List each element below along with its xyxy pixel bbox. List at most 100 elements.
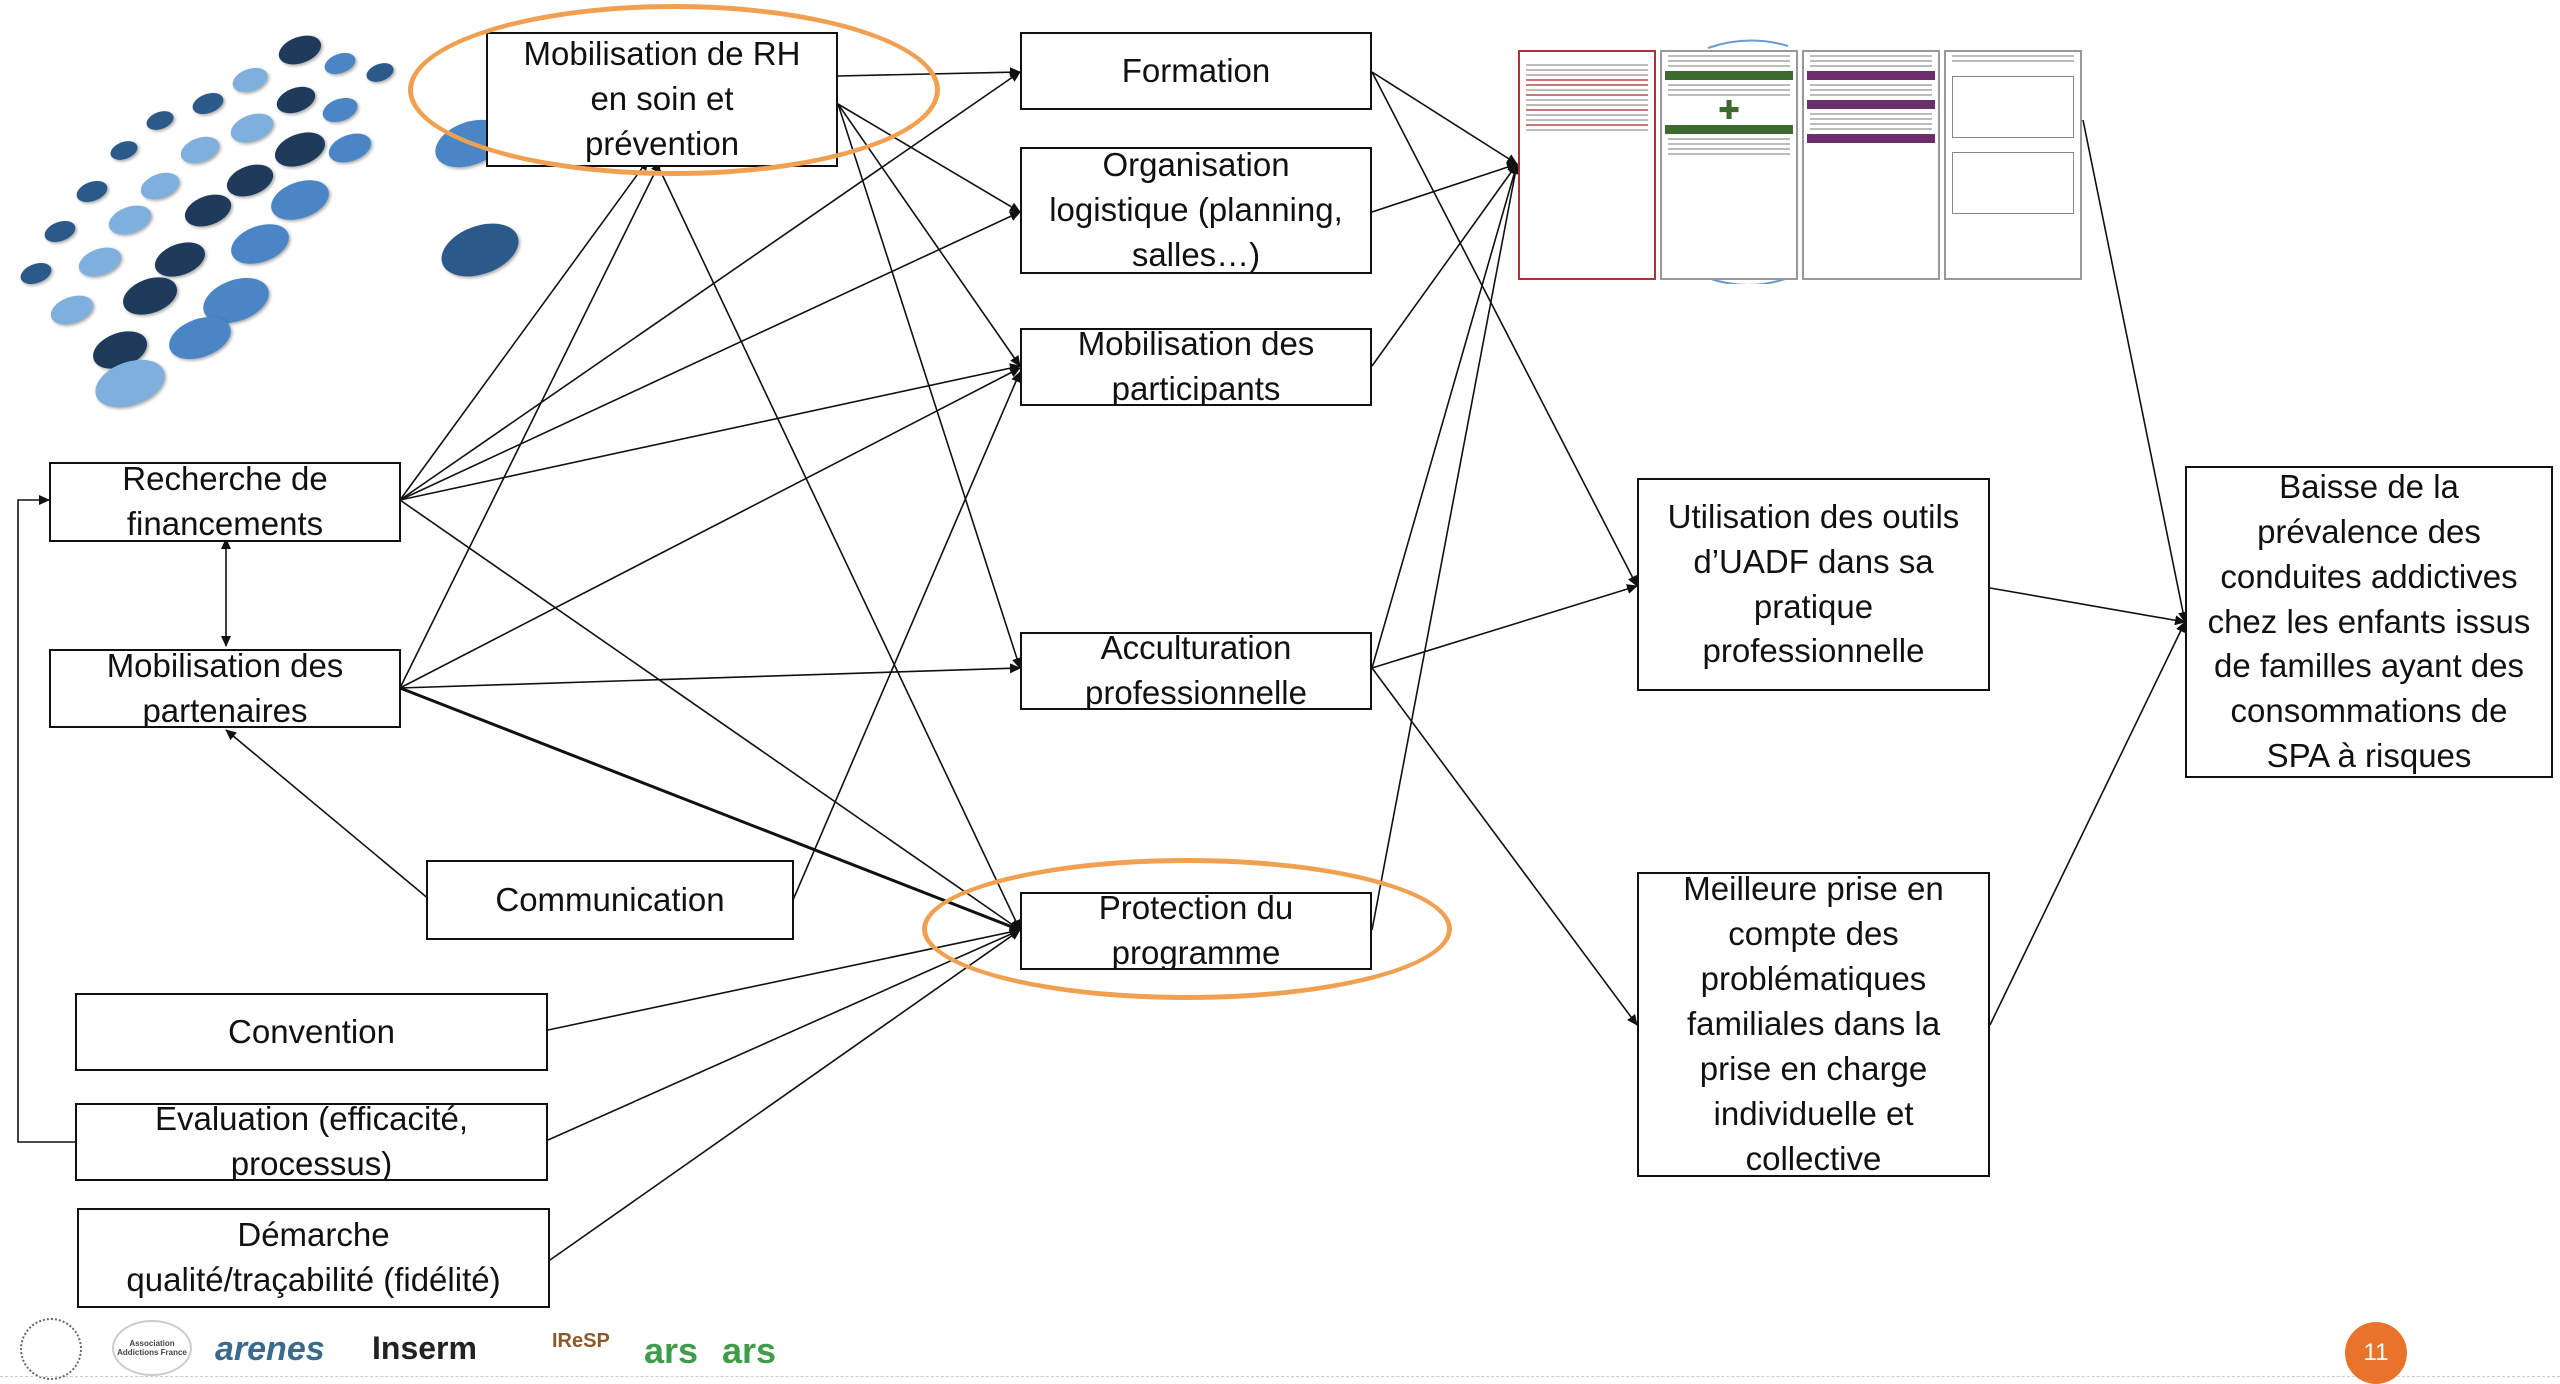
- node-mobilisation-participants: Mobilisation des participants: [1020, 328, 1372, 406]
- text-line: programme: [1111, 934, 1281, 970]
- edge-evaluation-protection: [547, 929, 1021, 1141]
- text-line: professionnelle: [1702, 632, 1925, 670]
- text-line: Formation: [1121, 51, 1271, 89]
- edge-rh-formation: [837, 67, 1021, 78]
- edge-acculturation-thumb: [1371, 163, 1520, 669]
- node-formation-text: Formation: [1122, 49, 1271, 94]
- edge-financements-participants: [399, 363, 1021, 501]
- text-line: Organisation: [1102, 147, 1290, 184]
- text-line: prévalence des: [2257, 512, 2481, 550]
- text-line: pratique: [1753, 587, 1874, 625]
- text-line: Evaluation (efficacité,: [154, 1103, 469, 1138]
- node-mobilisation-participants-text: Mobilisation des participants: [1077, 328, 1315, 406]
- text-line: financements: [126, 505, 324, 542]
- edge-partenaires-protection: [399, 686, 1021, 932]
- text-line: partenaires: [142, 691, 308, 728]
- node-meilleure-text: Meilleure prise en compte des problématiqu…: [1683, 872, 1944, 1177]
- node-communication: Communication: [426, 860, 794, 940]
- text-line: professionnelle: [1085, 674, 1307, 710]
- text-line: compte des: [1728, 915, 1899, 953]
- edge-financements-protection: [399, 499, 1021, 931]
- text-line: prévention: [584, 124, 740, 162]
- text-line: collective: [1745, 1139, 1882, 1177]
- edge-rh-protection: [659, 169, 1021, 931]
- text-line: Démarche: [237, 1216, 390, 1254]
- edge-rh-organisation: [837, 103, 1021, 213]
- edge-meilleure-baisse: [1989, 621, 2186, 1026]
- text-line: Meilleure prise en: [1683, 872, 1944, 908]
- text-line: prise en charge: [1699, 1049, 1928, 1087]
- edge-thumb-baisse: [2082, 119, 2188, 623]
- node-recherche-financements-text: Recherche de financements: [122, 462, 328, 542]
- text-line: Mobilisation des: [106, 649, 344, 684]
- node-evaluation: Evaluation (efficacité, processus): [75, 1103, 548, 1181]
- thumbnail-column-intermediate: [1802, 50, 1940, 280]
- text-line: Communication: [495, 880, 725, 918]
- text-line: processus): [230, 1145, 393, 1181]
- edge-partenaires-acculturation: [399, 663, 1021, 689]
- hcsp-seal-logo: [20, 1318, 82, 1380]
- edge-communication-participants: [792, 371, 1021, 901]
- node-protection-text: Protection du programme: [1098, 892, 1294, 970]
- logic-model-thumbnail: ✚: [1518, 38, 2083, 284]
- edge-organisation-thumb: [1371, 162, 1518, 213]
- text-line: d’UADF dans sa: [1693, 542, 1934, 580]
- footer-divider: [0, 1376, 2560, 1378]
- edge-partenaires-participants: [399, 367, 1021, 689]
- thumbnail-cycle-arrows: [1707, 39, 1789, 284]
- page-number-badge: 11: [2345, 1322, 2407, 1384]
- node-convention-text: Convention: [228, 1010, 395, 1055]
- node-evaluation-text: Evaluation (efficacité, processus): [154, 1103, 469, 1181]
- node-baisse-text: Baisse de la prévalence des conduites addi…: [2207, 467, 2531, 776]
- edge-financements-rh: [399, 159, 649, 501]
- arenes-logo: arenes: [215, 1330, 325, 1368]
- node-utilisation: Utilisation des outils d’UADF dans sa prat…: [1637, 478, 1990, 691]
- node-recherche-financements: Recherche de financements: [49, 462, 401, 542]
- text-line: SPA à risques: [2266, 737, 2472, 775]
- edge-formation-thumb: [1371, 71, 1518, 165]
- node-mobilisation-rh: Mobilisation de RH en soin et prévention: [486, 32, 838, 167]
- text-line: problématiques: [1700, 960, 1927, 998]
- iresp-logo: IReSP: [552, 1330, 610, 1352]
- text-line: salles…): [1131, 235, 1261, 273]
- edge-rh-participants: [837, 103, 1021, 367]
- node-mobilisation-rh-text: Mobilisation de RH en soin et prévention: [523, 34, 801, 165]
- text-line: participants: [1111, 370, 1281, 406]
- text-line: familiales dans la: [1686, 1005, 1941, 1043]
- footer-logos: Association Addictions France arenes Ins…: [0, 1312, 2560, 1382]
- addictions-france-logo: Association Addictions France: [112, 1320, 192, 1376]
- edge-utilisation-baisse: [1989, 587, 2186, 626]
- text-line: individuelle et: [1713, 1094, 1914, 1132]
- text-line: conduites addictives: [2220, 557, 2518, 595]
- edge-acculturation-utilisation: [1371, 584, 1638, 669]
- node-mobilisation-partenaires: Mobilisation des partenaires: [49, 649, 401, 728]
- node-communication-text: Communication: [495, 878, 724, 923]
- text-line: Mobilisation des: [1077, 328, 1315, 363]
- text-line: Baisse de la: [2279, 467, 2459, 505]
- edge-demarche-protection: [549, 929, 1021, 1261]
- node-mobilisation-partenaires-text: Mobilisation des partenaires: [106, 649, 344, 728]
- edge-acculturation-meilleure: [1371, 667, 1638, 1026]
- edge-financements-formation: [399, 71, 1021, 501]
- node-convention: Convention: [75, 993, 548, 1071]
- edge-rh-acculturation: [837, 103, 1022, 669]
- ars-logo-2: ars: [722, 1330, 777, 1371]
- node-protection: Protection du programme: [1020, 892, 1372, 970]
- text-line: chez les enfants issus: [2207, 602, 2531, 640]
- text-line: consommations de: [2230, 692, 2508, 730]
- node-formation: Formation: [1020, 32, 1372, 110]
- text-line: Utilisation des outils: [1667, 497, 1960, 535]
- thumbnail-column-ultimate: [1944, 50, 2082, 280]
- thumbnail-column-activities: [1518, 50, 1656, 280]
- text-line: Recherche de: [122, 462, 328, 498]
- text-line: Protection du: [1098, 892, 1294, 927]
- text-line: Mobilisation de RH: [523, 35, 801, 73]
- thumbnail-column-proximal: ✚: [1660, 50, 1798, 280]
- text-line: en soin et: [590, 80, 734, 118]
